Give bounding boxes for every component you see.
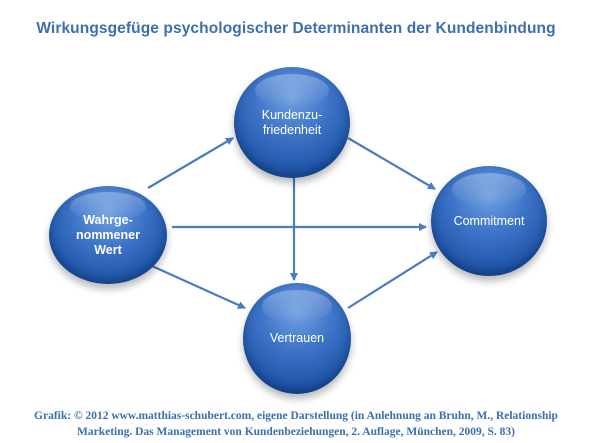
source-caption: Grafik: © 2012 www.matthias-schubert.com…	[34, 410, 558, 438]
arrow-wert-to-vertrauen	[151, 264, 246, 310]
node-vertrauen: Vertrauen	[243, 283, 351, 394]
node-vertrauen-label: Vertrauen	[269, 331, 325, 345]
node-commitment: Commitment	[431, 166, 547, 276]
diagram-title: Wirkungsgefüge psychologischer Determina…	[36, 20, 556, 37]
node-kundenzufriedenheit: Kundenzu- friedenheit	[234, 67, 350, 178]
node-kundenzufriedenheit-label: Kundenzu- friedenheit	[261, 107, 323, 137]
node-commitment-label: Commitment	[453, 213, 525, 228]
arrow-wert-to-zufriedenheit	[147, 137, 234, 189]
node-wahrgenommener-wert: Wahrge- nommener Wert	[49, 186, 167, 284]
arrow-zufriedenheit-to-commitment	[347, 137, 436, 190]
node-wahrgenommener-wert-label: Wahrge- nommener Wert	[76, 212, 140, 257]
arrow-vertrauen-to-commitment	[347, 251, 438, 309]
